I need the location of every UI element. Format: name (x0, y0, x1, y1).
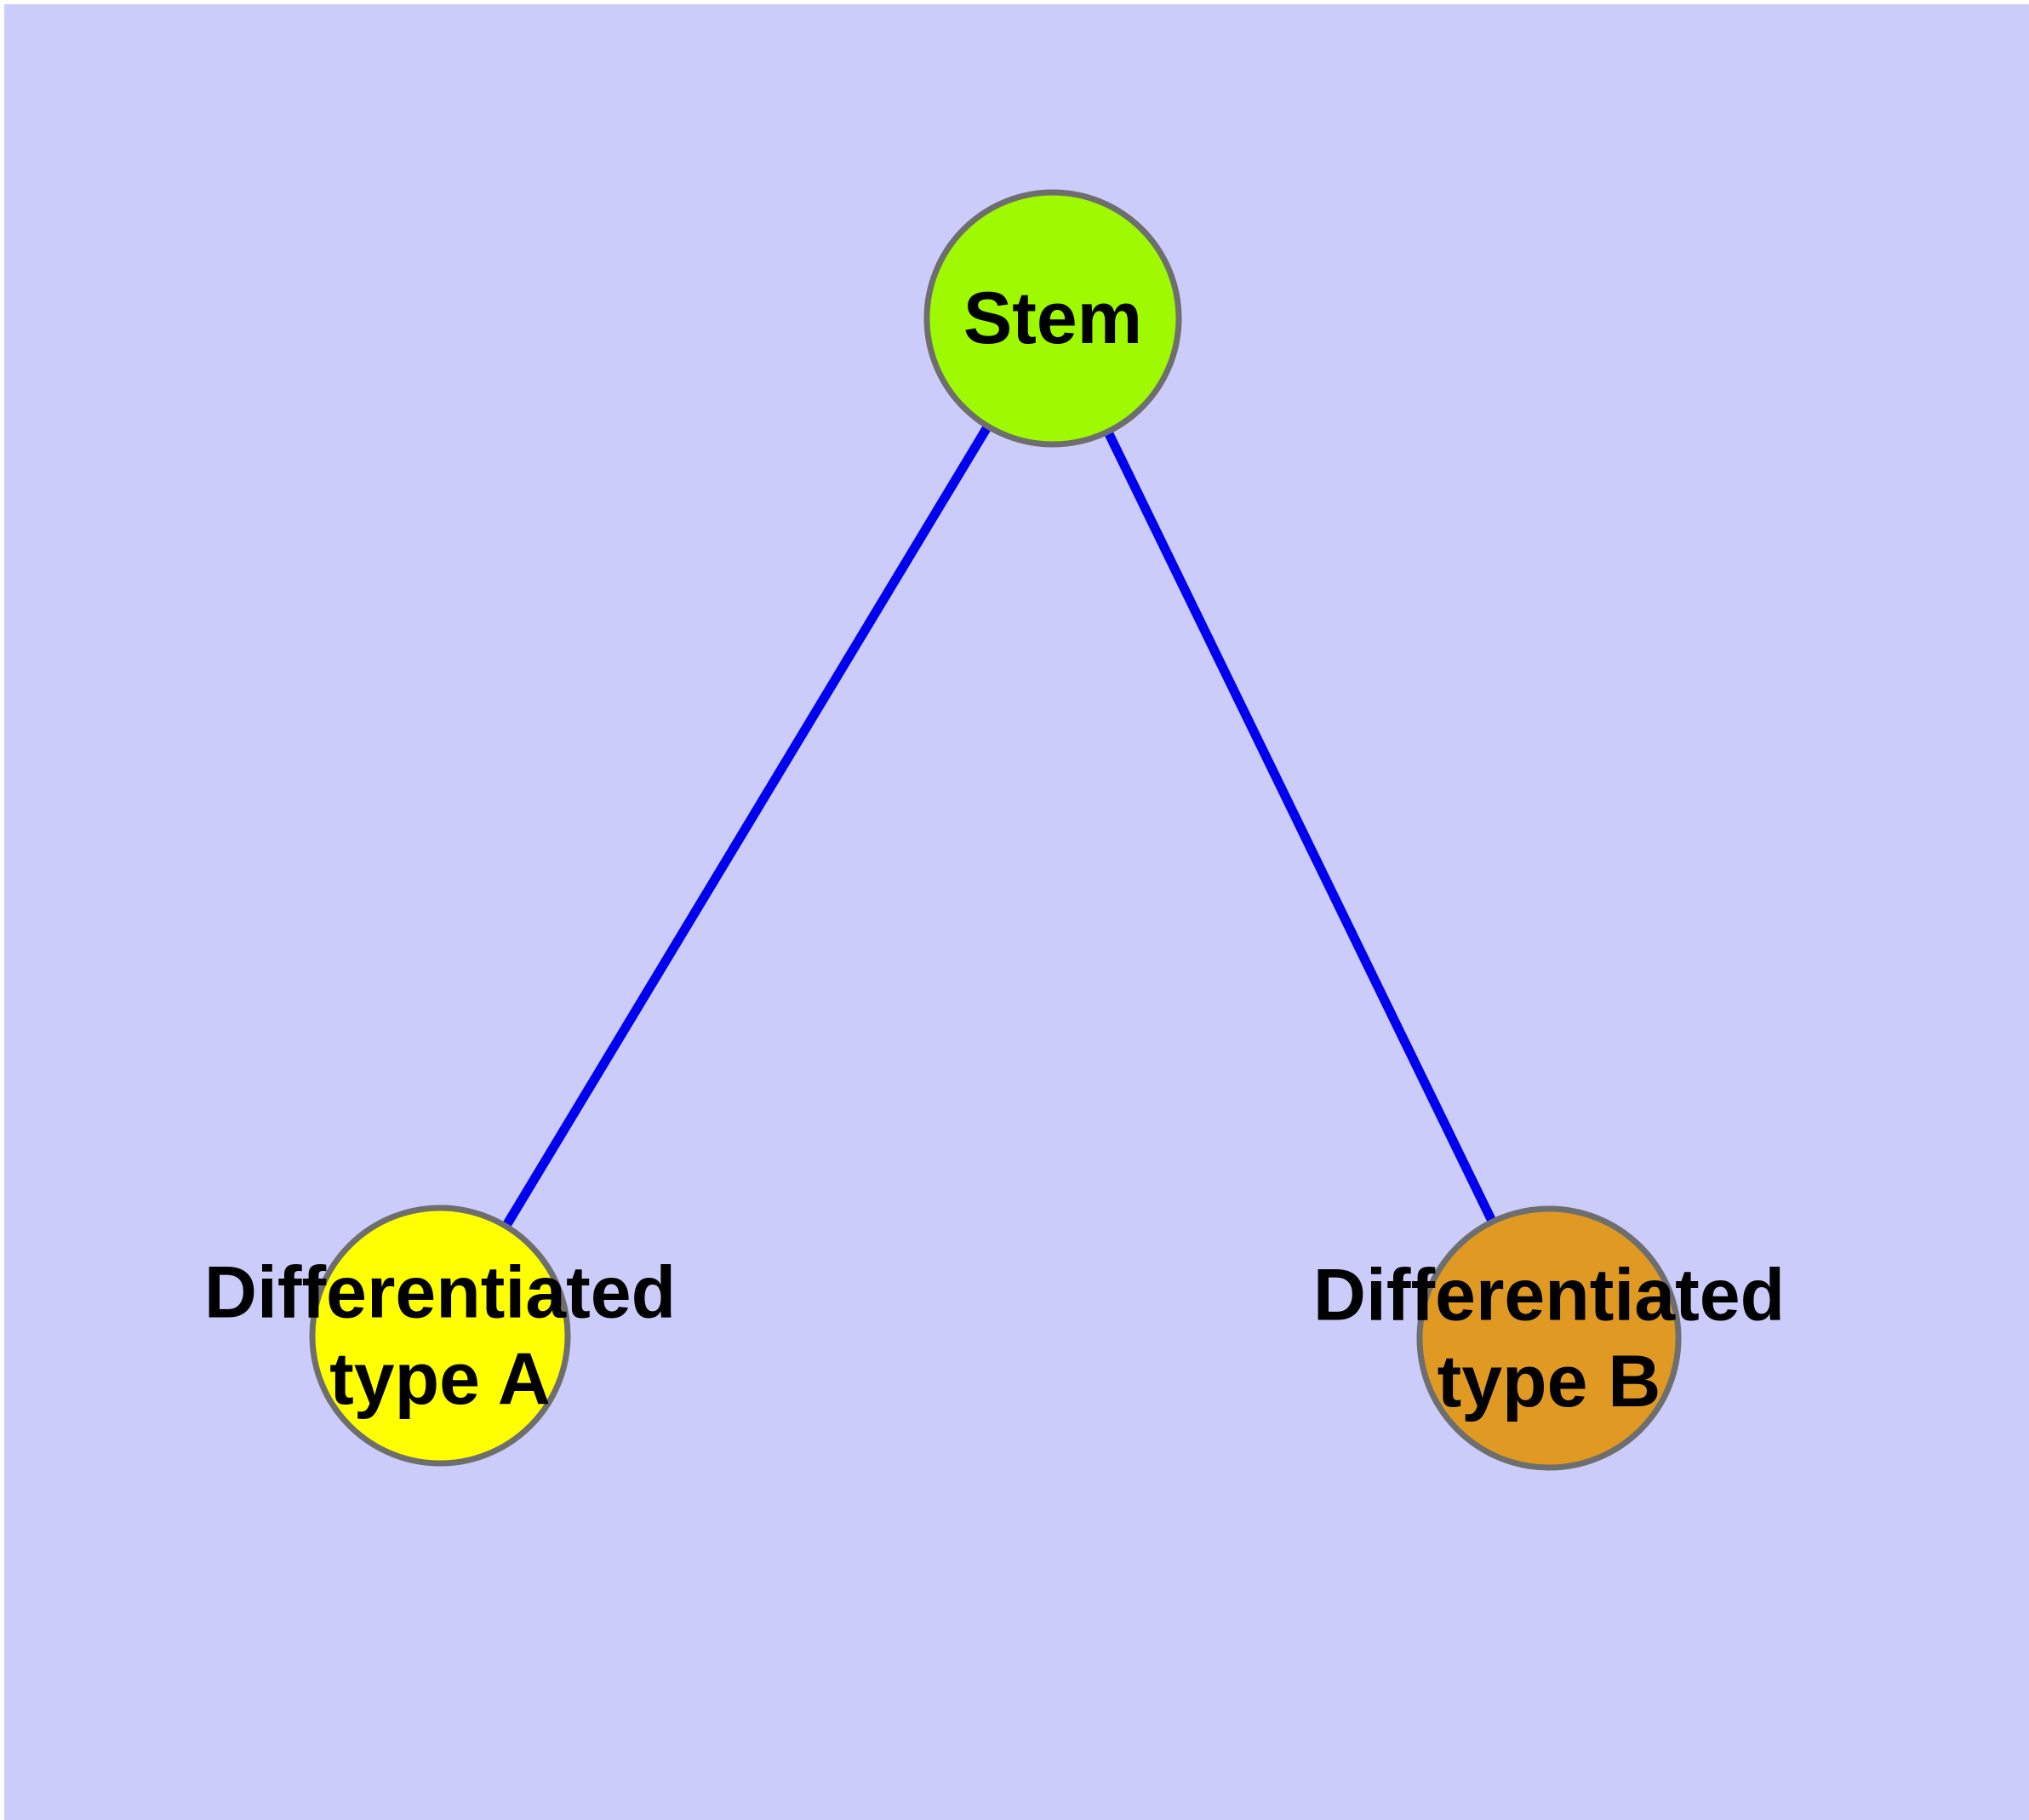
label-line: type A (329, 1338, 551, 1420)
label-line: Stem (963, 278, 1142, 359)
node-differentiated-type-a-circle[interactable] (309, 1205, 571, 1467)
edge-stem-to-differentiated-type-b[interactable] (1078, 378, 1497, 1225)
node-stem-circle[interactable] (923, 189, 1182, 448)
node-stem[interactable] (923, 189, 1182, 448)
node-differentiated-type-a[interactable] (309, 1205, 571, 1467)
label-line: Differentiated (1313, 1255, 1785, 1336)
edge-stem-to-differentiated-type-a[interactable] (501, 375, 1021, 1230)
node-stem-label: Stem (963, 278, 1142, 359)
node-layer (309, 189, 1682, 1471)
node-differentiated-type-b-circle[interactable] (1416, 1205, 1682, 1471)
label-line: type B (1437, 1341, 1661, 1422)
edge-layer (501, 375, 1497, 1230)
node-differentiated-type-b[interactable] (1416, 1205, 1682, 1471)
label-line: Differentiated (204, 1252, 676, 1334)
